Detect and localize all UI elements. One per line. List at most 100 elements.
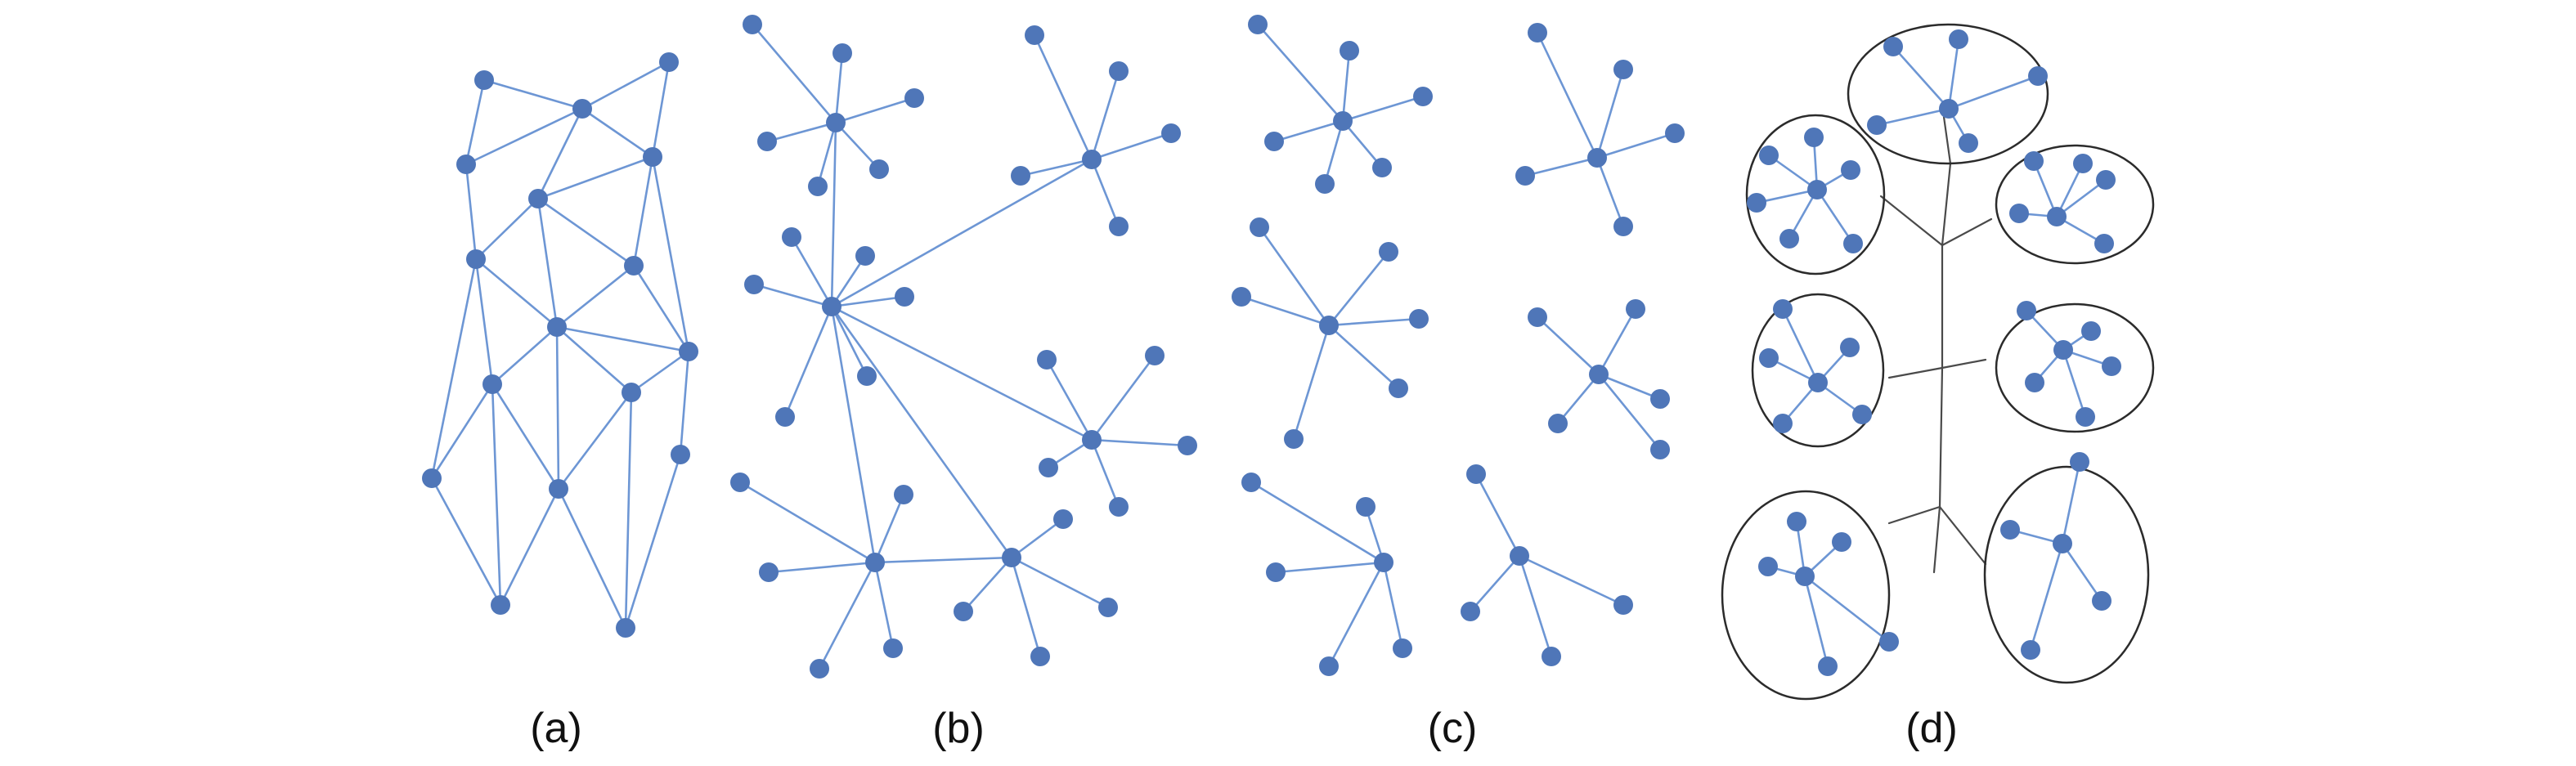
star-edge — [1090, 132, 1173, 161]
mesh-node — [659, 52, 679, 72]
star-leaf-node — [1613, 217, 1633, 236]
mesh-node — [491, 595, 510, 615]
cluster-outline — [1721, 490, 1891, 701]
star-link-edge — [830, 305, 1093, 441]
cluster-edge — [1947, 74, 2040, 110]
cluster-hub-node — [2047, 207, 2067, 226]
cluster-leaf-node — [1758, 557, 1778, 576]
star-edge — [834, 96, 916, 124]
star-edge — [1327, 561, 1385, 668]
star-edge — [816, 121, 837, 188]
mesh-node — [622, 383, 641, 402]
star-edge — [1256, 23, 1344, 123]
mesh-node — [572, 99, 592, 119]
star-edge — [1341, 95, 1425, 123]
cluster-leaf-node — [1949, 29, 1968, 49]
cluster-outline — [1751, 293, 1885, 448]
mesh-edge — [557, 487, 627, 629]
star-leaf-node — [1650, 440, 1670, 459]
mesh-edge — [430, 477, 502, 607]
cluster-hub-node — [1808, 373, 1828, 392]
cluster-leaf-node — [1804, 128, 1824, 147]
mesh-edge — [581, 60, 671, 110]
star-edge — [1327, 317, 1420, 327]
star-edge — [830, 295, 906, 308]
star-leaf-node — [1109, 61, 1129, 81]
cluster-leaf-node — [1843, 234, 1863, 253]
cluster-edge — [1815, 188, 1855, 245]
mesh-edge — [536, 197, 559, 329]
mesh-edge — [474, 258, 559, 329]
star-edge — [783, 305, 833, 419]
cluster-leaf-node — [2070, 452, 2089, 472]
star-leaf-node — [757, 132, 777, 151]
cluster-leaf-node — [1773, 414, 1793, 433]
star-edge — [1292, 324, 1331, 441]
star-edge — [834, 121, 881, 171]
cluster-leaf-node — [2094, 234, 2114, 253]
cluster-leaf-node — [2102, 356, 2121, 376]
cluster-leaf-node — [2028, 66, 2048, 86]
mesh-edge — [482, 78, 584, 110]
cluster-edge — [1875, 107, 1950, 127]
star-leaf-node — [782, 227, 801, 247]
star-leaf-node — [855, 246, 875, 266]
mesh-edge — [474, 197, 540, 261]
star-edge — [1518, 554, 1553, 658]
star-leaf-node — [895, 287, 914, 307]
star-hub-node — [826, 113, 846, 132]
star-leaf-node — [1264, 132, 1284, 151]
cluster-leaf-node — [2024, 151, 2044, 171]
cluster-leaf-node — [1840, 338, 1860, 357]
mesh-edge — [632, 155, 654, 267]
cluster-outline — [1995, 302, 2155, 433]
cluster-leaf-node — [1883, 37, 1903, 56]
star-edge — [1250, 481, 1385, 564]
star-leaf-node — [1650, 389, 1670, 409]
star-leaf-node — [744, 275, 764, 294]
star-leaf-node — [1178, 436, 1197, 455]
mesh-edge — [464, 163, 478, 261]
mesh-edge — [474, 258, 494, 386]
star-leaf-node — [1340, 41, 1359, 60]
star-edge — [1240, 295, 1331, 327]
star-edge — [1382, 561, 1404, 650]
mesh-edge — [555, 325, 560, 491]
star-edge — [873, 561, 895, 650]
cluster-leaf-node — [1773, 299, 1793, 319]
caption-d: (d) — [1905, 705, 1958, 752]
cluster-hub-node — [2053, 534, 2072, 553]
star-link-edge — [873, 556, 1013, 564]
star-edge — [1045, 358, 1093, 441]
star-link-edge — [830, 305, 1013, 559]
star-edge — [1010, 556, 1110, 609]
cluster-hub-node — [1807, 180, 1827, 199]
mesh-edge — [536, 155, 654, 200]
cluster-leaf-node — [1832, 532, 1851, 552]
cluster-outline — [1995, 144, 2155, 265]
star-edge — [738, 481, 877, 564]
mesh-edge — [555, 264, 635, 329]
star-edge — [1010, 517, 1065, 559]
mesh-edge — [499, 487, 560, 607]
star-hub-node — [1319, 316, 1339, 335]
cluster-edge — [2061, 542, 2103, 602]
cluster-leaf-node — [1852, 405, 1872, 424]
star-leaf-node — [1389, 379, 1408, 398]
star-edge — [1090, 438, 1120, 508]
mesh-edge — [491, 383, 560, 491]
star-hub-node — [1082, 430, 1102, 450]
mesh-node — [466, 249, 486, 269]
cluster-outline — [1983, 465, 2150, 684]
star-leaf-node — [1372, 158, 1392, 177]
star-leaf-node — [1528, 23, 1547, 43]
star-edge — [790, 235, 833, 308]
mesh-edge — [557, 391, 633, 491]
star-edge — [873, 493, 905, 564]
caption-c: (c) — [1428, 705, 1478, 752]
star-leaf-node — [1284, 429, 1304, 449]
cluster-leaf-node — [1759, 146, 1779, 165]
star-edge — [1556, 373, 1600, 425]
mesh-edge — [536, 107, 584, 200]
cluster-edge — [1781, 307, 1820, 384]
